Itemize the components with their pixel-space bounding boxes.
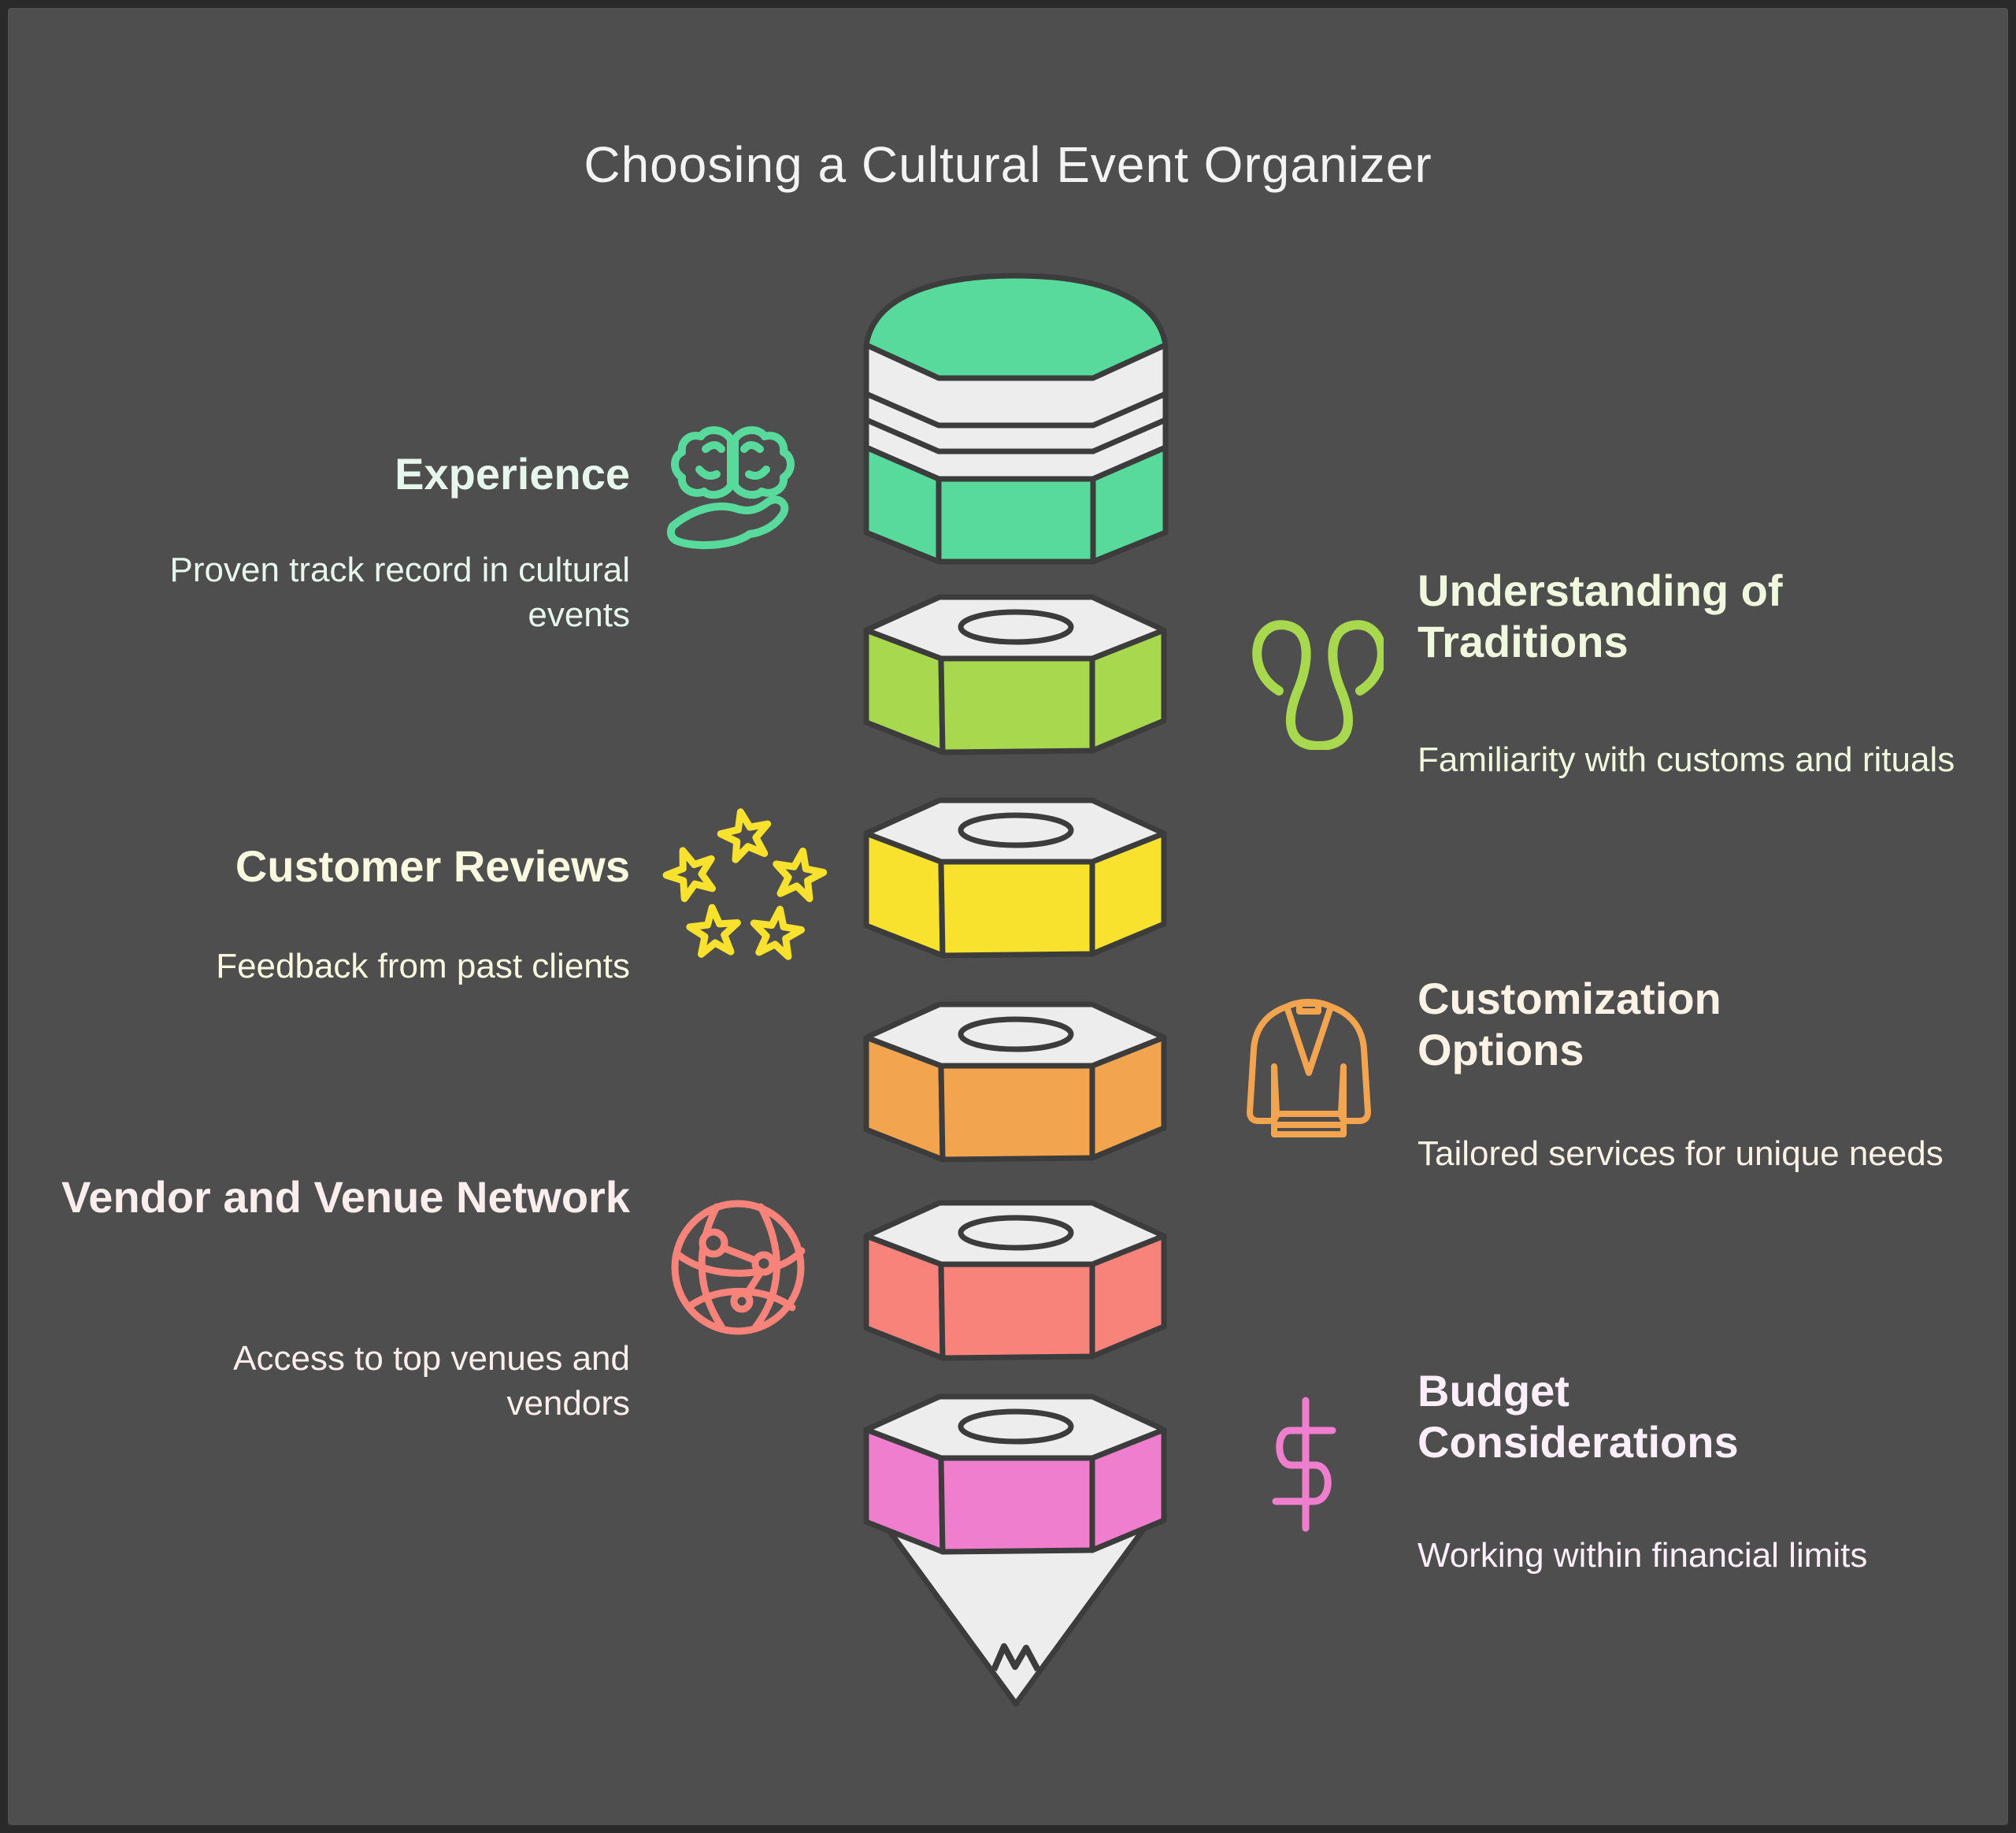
- traditions-description: Familiarity with customs and rituals: [1418, 740, 1955, 779]
- funnel-segment-3: [863, 797, 1167, 959]
- brain-in-hand-icon: [666, 426, 795, 550]
- network-globe-icon: [671, 1200, 806, 1335]
- page-title: Choosing a Cultural Event Organizer: [584, 136, 1432, 193]
- funnel-segment-2: [863, 594, 1167, 755]
- experience-heading: Experience: [395, 449, 630, 499]
- customer-reviews-description: Feedback from past clients: [216, 947, 630, 985]
- pencil-funnel: [863, 273, 1169, 1707]
- customization-description: Tailored services for unique needs: [1418, 1134, 1944, 1173]
- funnel-segment-5: [863, 1200, 1167, 1361]
- vendor-venue-heading: Vendor and Venue Network: [61, 1172, 630, 1222]
- funnel-segment-6: [863, 1393, 1167, 1555]
- experience-description: Proven track record in cultural events: [169, 551, 630, 635]
- tradition-loops-icon: [1252, 620, 1384, 750]
- funnel-eraser-cap: [863, 273, 1169, 565]
- eraser-dome: [863, 273, 1169, 381]
- customization-heading: Customization Options: [1418, 974, 1721, 1074]
- budget-heading: Budget Considerations: [1418, 1366, 1739, 1467]
- five-stars-icon: [662, 805, 828, 967]
- dollar-sign-icon: [1272, 1397, 1336, 1532]
- customer-reviews-heading: Customer Reviews: [235, 841, 630, 891]
- cardigan-icon: [1247, 999, 1371, 1137]
- budget-description: Working within financial limits: [1418, 1536, 1868, 1575]
- vendor-venue-description: Access to top venues and vendors: [233, 1339, 630, 1423]
- traditions-heading: Understanding of Traditions: [1418, 566, 1783, 666]
- funnel-segment-4: [863, 1001, 1167, 1163]
